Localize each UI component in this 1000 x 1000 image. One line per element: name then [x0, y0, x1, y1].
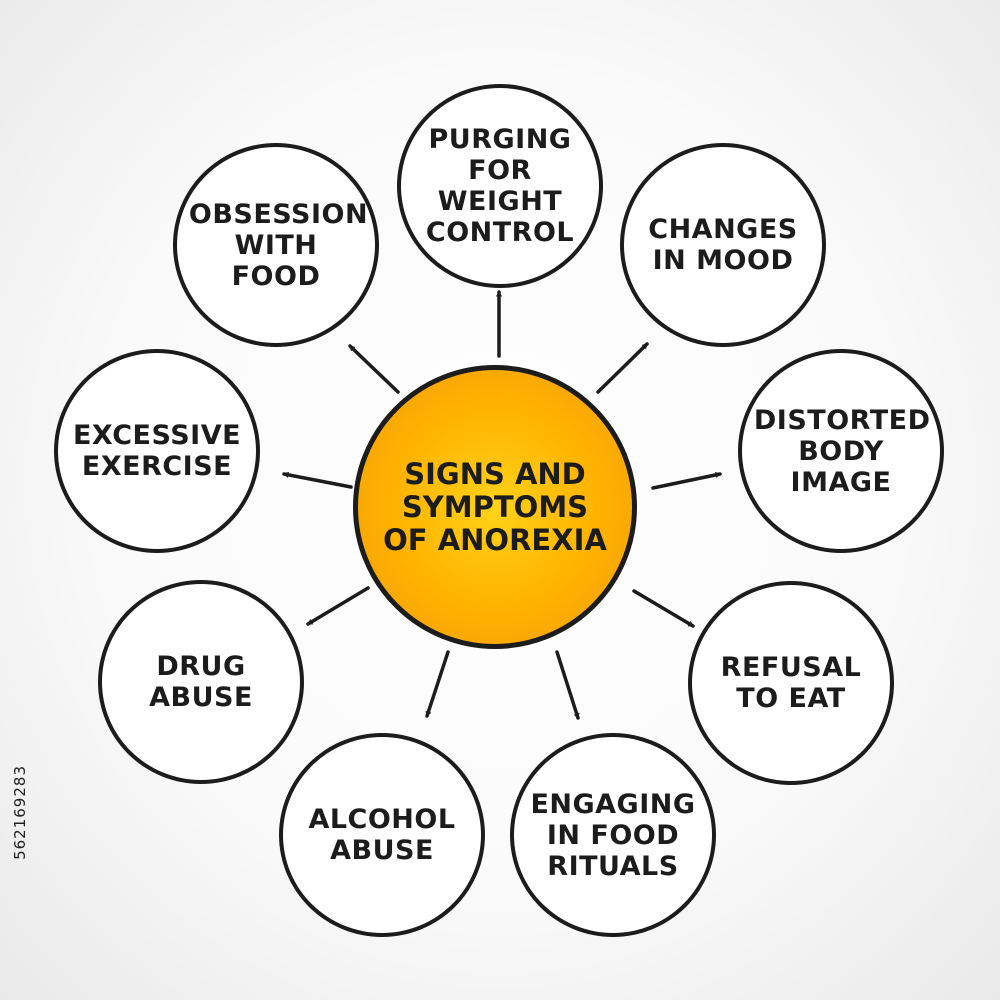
node-changes-mood: Changes in mood: [620, 143, 826, 347]
stock-id-watermark: 562169283: [11, 765, 29, 860]
arrow-to-obsession-food: [348, 344, 400, 394]
node-label: Distorted body image: [753, 404, 931, 498]
node-purging: Purging for weight control: [397, 84, 603, 288]
node-obsession-food: Obsession with food: [173, 143, 379, 347]
arrow-to-alcohol-abuse: [425, 650, 450, 718]
node-label: Purging for weight control: [425, 124, 575, 248]
node-label: Alcohol abuse: [308, 804, 456, 866]
arrow-to-drug-abuse: [306, 586, 370, 626]
arrow-to-refusal-to-eat: [632, 589, 695, 628]
node-alcohol-abuse: Alcohol abuse: [279, 733, 485, 937]
node-drug-abuse: Drug abuse: [98, 580, 304, 784]
node-refusal-to-eat: Refusal to eat: [688, 581, 894, 785]
center-node: Signs and Symptoms of anorexia: [353, 365, 637, 649]
arrow-to-changes-mood: [596, 342, 649, 394]
node-label: Obsession with food: [188, 198, 369, 292]
arrow-to-distorted-body-image: [651, 474, 722, 490]
node-distorted-body-image: Distorted body image: [738, 349, 944, 553]
center-label: Signs and Symptoms of anorexia: [383, 456, 607, 557]
arrow-to-food-rituals: [555, 650, 580, 720]
node-excessive-exercise: Excessive exercise: [54, 349, 260, 553]
node-label: Refusal to eat: [720, 652, 862, 714]
node-label: Drug abuse: [149, 651, 253, 713]
node-food-rituals: Engaging in food rituals: [510, 733, 716, 937]
node-label: Excessive exercise: [72, 420, 242, 482]
node-label: Engaging in food rituals: [530, 788, 696, 882]
node-label: Changes in mood: [648, 214, 798, 276]
arrow-to-excessive-exercise: [282, 474, 353, 489]
